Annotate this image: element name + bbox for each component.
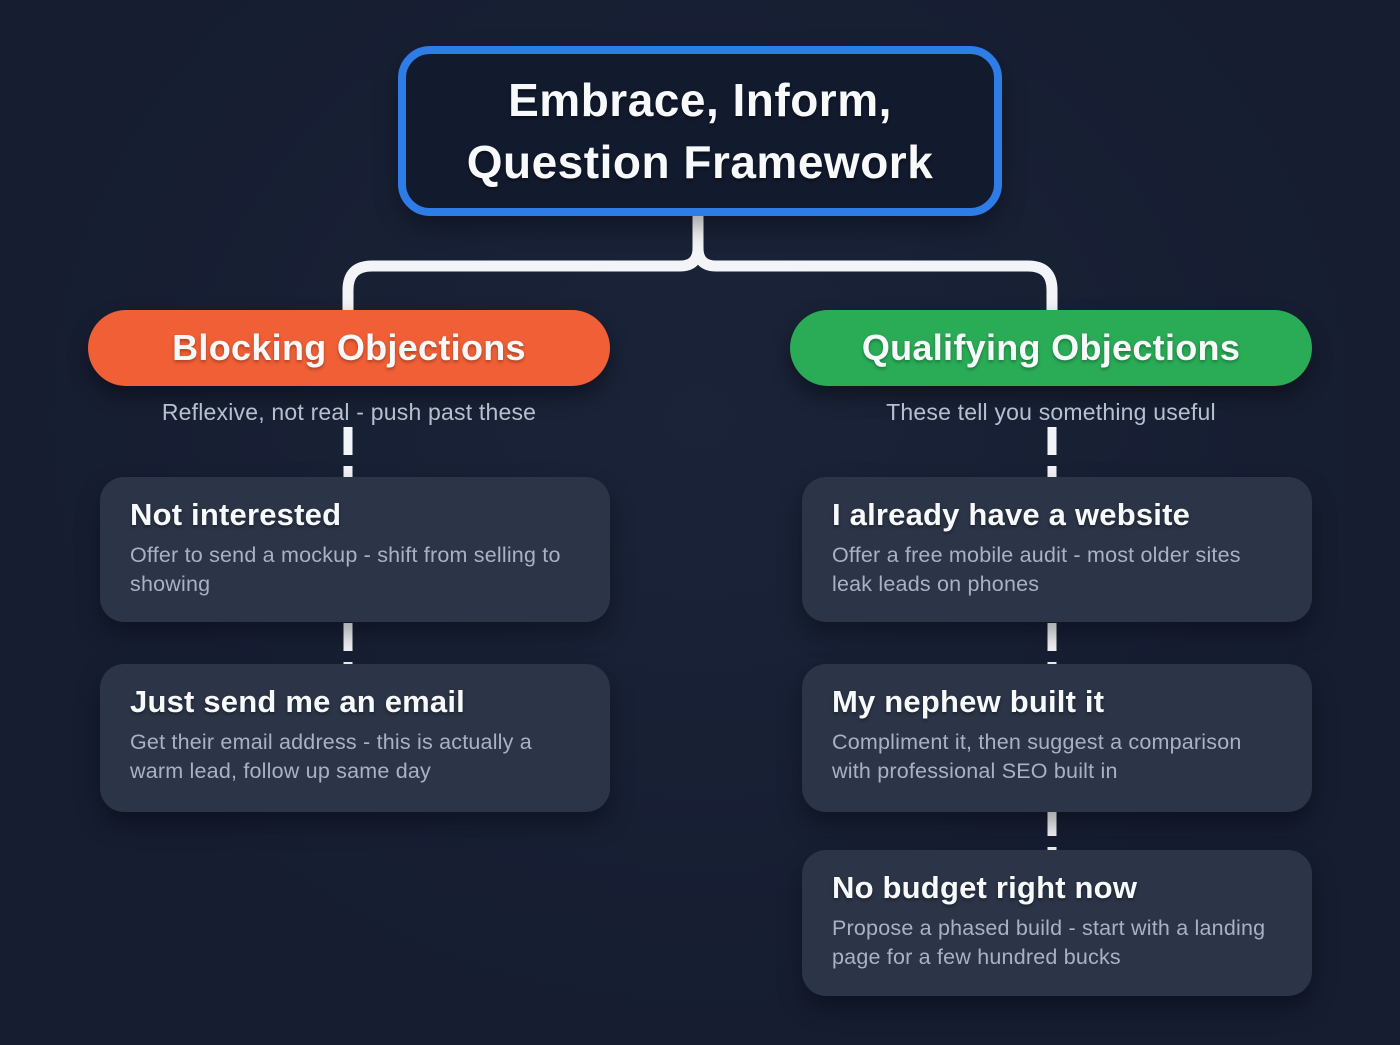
qualifying-objections-header: Qualifying Objections: [790, 310, 1312, 386]
card-not-interested: Not interested Offer to send a mockup - …: [87, 477, 610, 622]
header-label: Qualifying Objections: [861, 327, 1241, 368]
blocking-objections-header: Blocking Objections: [88, 310, 610, 386]
card-body: Offer a free mobile audit - most older s…: [832, 543, 1241, 596]
card-no-budget: No budget right now Propose a phased bui…: [789, 850, 1312, 996]
branch-line-right: [692, 212, 1058, 311]
card-body: Offer to send a mockup - shift from sell…: [130, 543, 561, 596]
card-body: Compliment it, then suggest a comparison…: [832, 730, 1242, 783]
qualifying-objections-subtitle: These tell you something useful: [886, 399, 1216, 425]
card-title: Not interested: [130, 497, 342, 532]
page-title-line2: Question Framework: [466, 136, 934, 188]
card-title: Just send me an email: [130, 684, 465, 719]
framework-title-node: Embrace, Inform, Question Framework: [398, 46, 1002, 216]
card-title: My nephew built it: [832, 684, 1105, 719]
card-just-send-email: Just send me an email Get their email ad…: [87, 664, 610, 812]
card-already-have-website: I already have a website Offer a free mo…: [789, 477, 1312, 622]
header-label: Blocking Objections: [172, 327, 526, 368]
card-title: I already have a website: [832, 497, 1191, 532]
card-nephew-built-it: My nephew built it Compliment it, then s…: [789, 664, 1312, 812]
blocking-objections-subtitle: Reflexive, not real - push past these: [161, 399, 537, 425]
page-title-line1: Embrace, Inform,: [508, 74, 892, 126]
card-title: No budget right now: [832, 870, 1138, 905]
card-body: Propose a phased build - start with a la…: [832, 916, 1266, 969]
branch-line-left: [342, 212, 704, 311]
card-body: Get their email address - this is actual…: [130, 730, 532, 783]
